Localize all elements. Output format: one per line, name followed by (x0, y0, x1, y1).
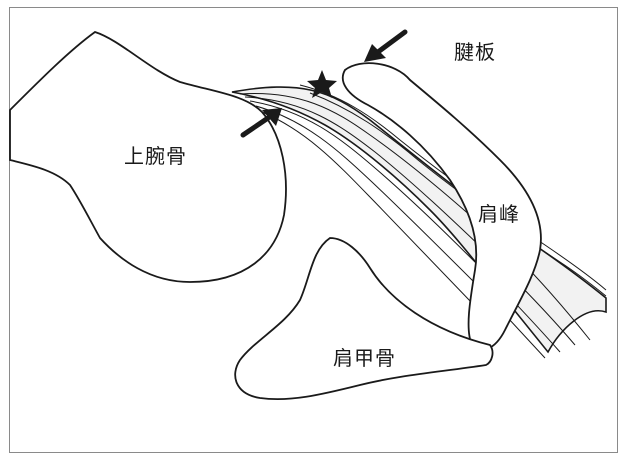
label-humerus: 上腕骨 (124, 140, 187, 169)
label-scapula: 肩甲骨 (333, 342, 396, 371)
label-tendon-plate: 腱板 (454, 36, 496, 65)
label-acromion: 肩峰 (478, 198, 520, 227)
arrow-icon (364, 32, 405, 62)
